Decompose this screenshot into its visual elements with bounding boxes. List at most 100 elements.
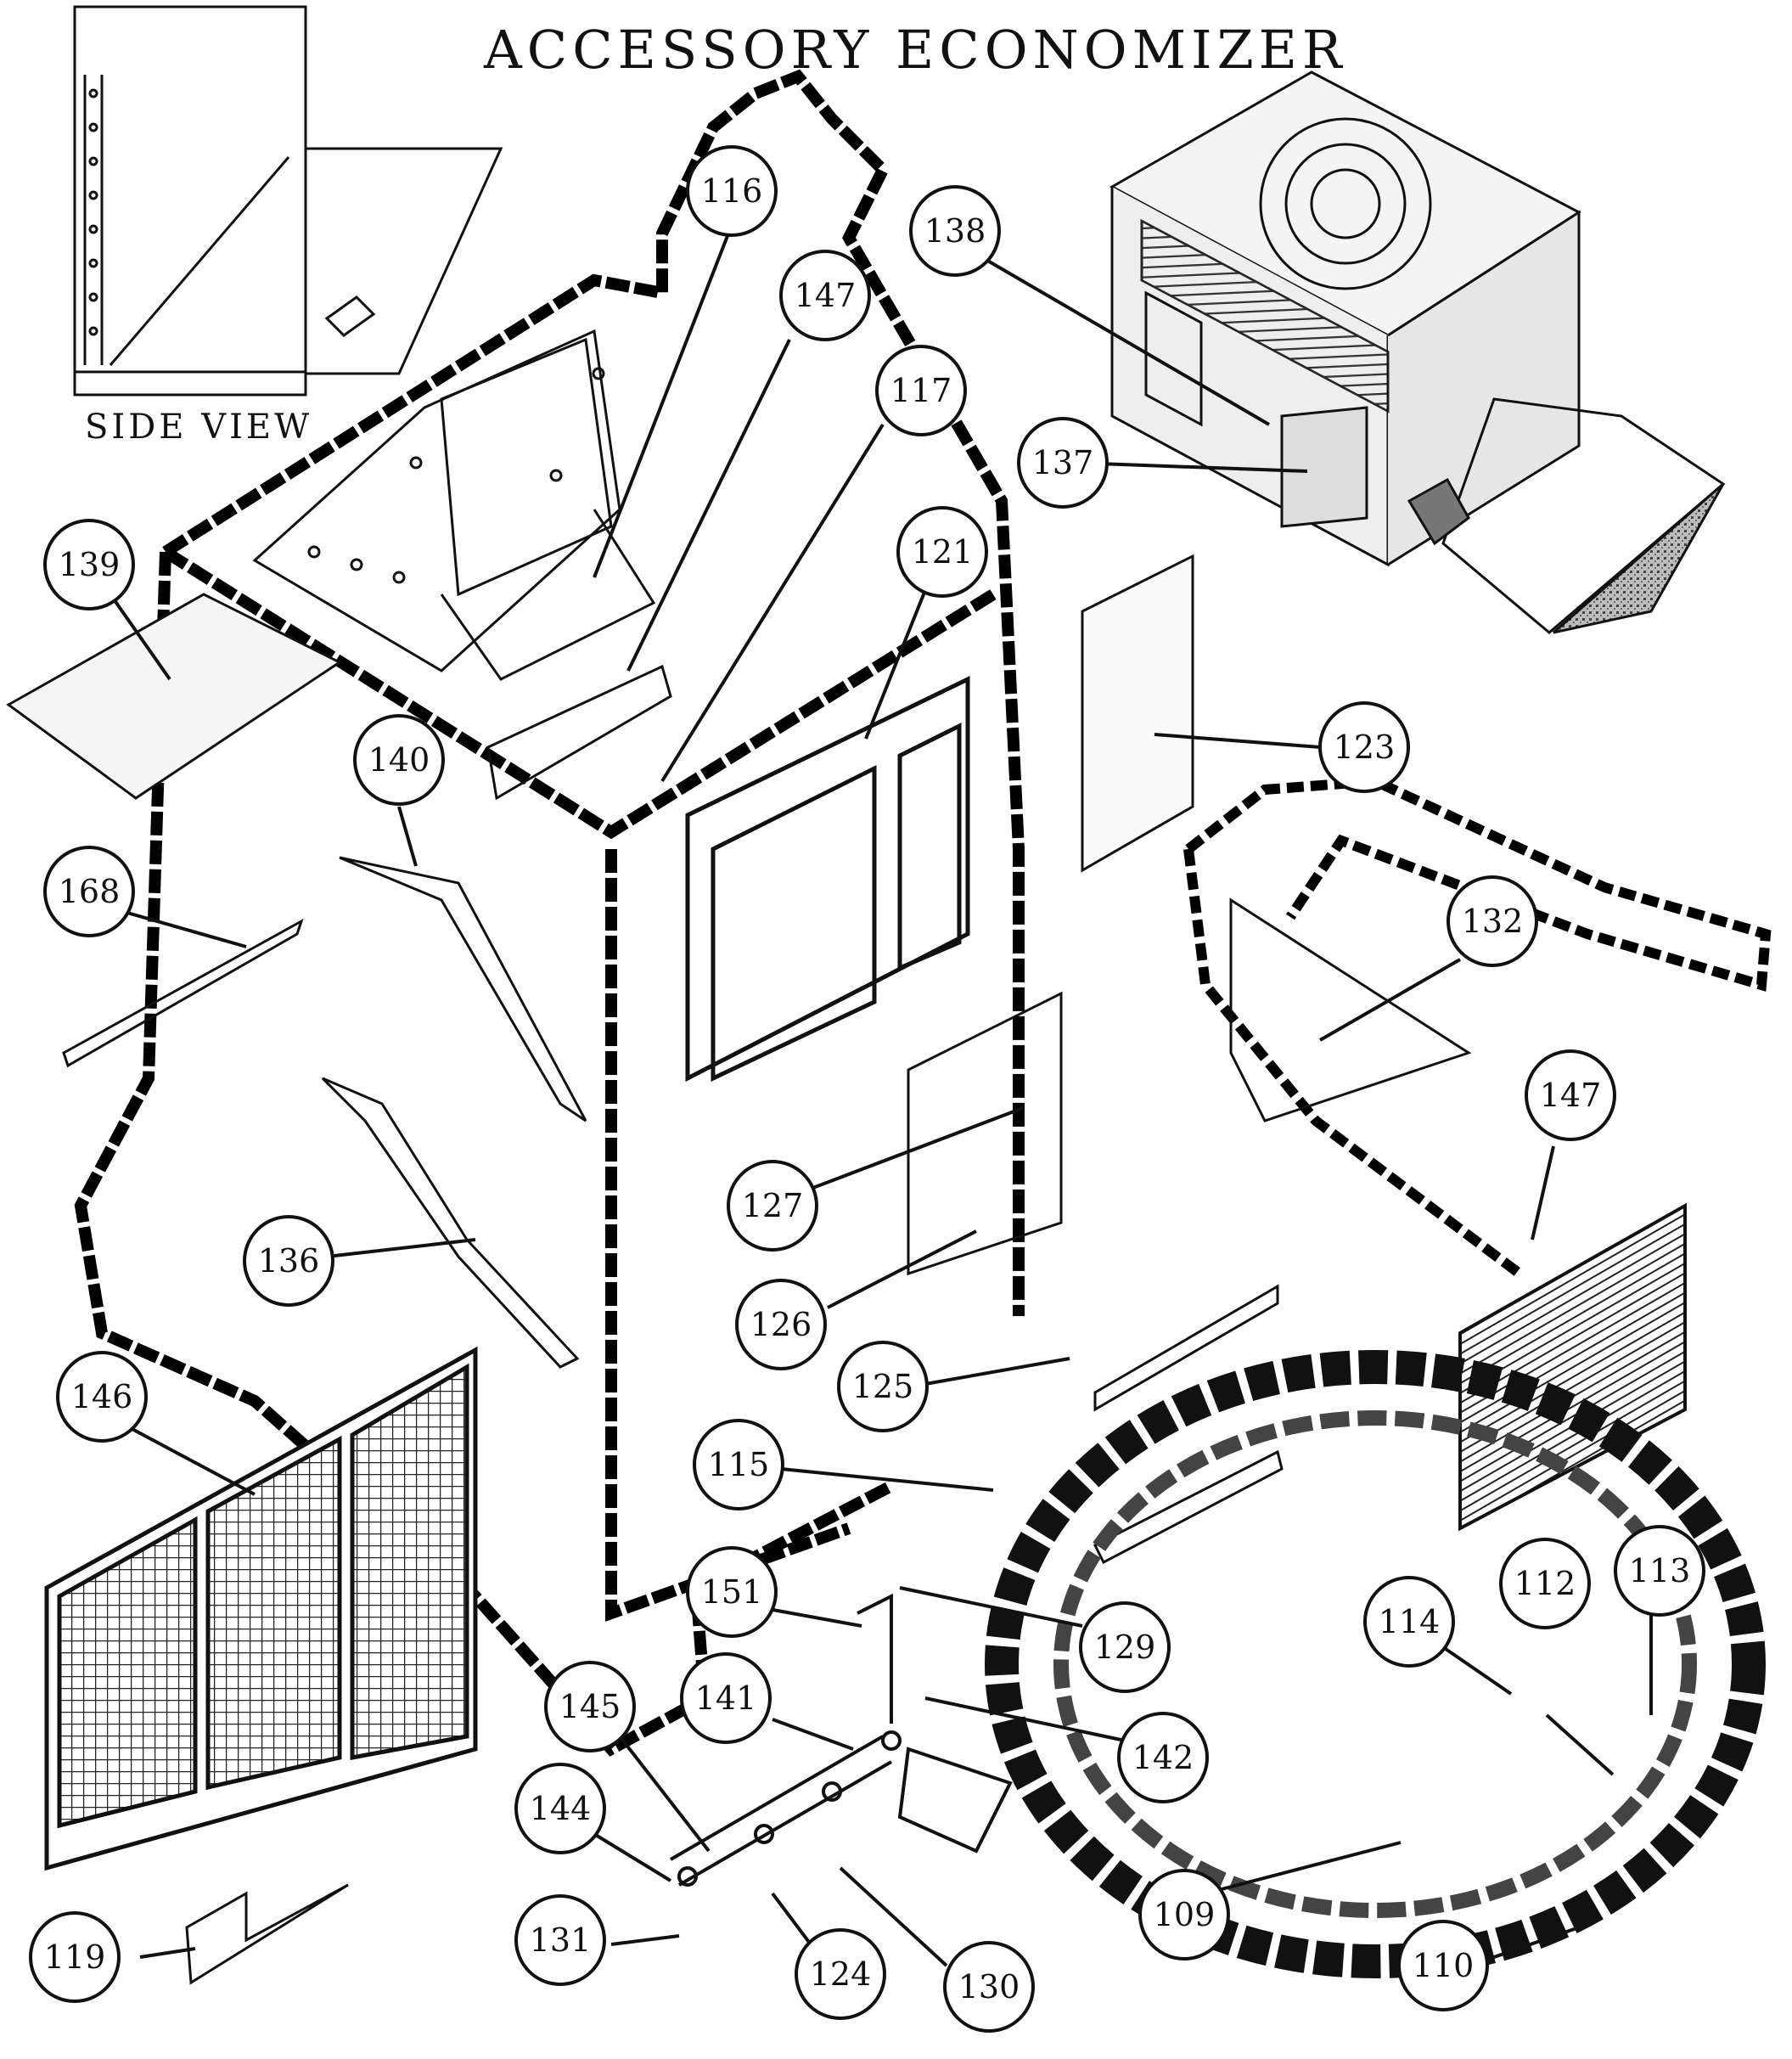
callout-145: 145 [544, 1661, 636, 1752]
callout-number: 117 [890, 372, 952, 409]
callout-circle [1138, 1869, 1230, 1961]
callout-circle [514, 1763, 606, 1854]
callout-132: 132 [1447, 875, 1538, 967]
callout-circle [779, 250, 871, 341]
callout-circle [837, 1341, 929, 1432]
callout-number: 132 [1462, 903, 1524, 940]
callout-circle [1079, 1601, 1171, 1693]
callout-number: 136 [258, 1242, 320, 1280]
callout-circle [1318, 701, 1410, 793]
callout-119: 119 [29, 1911, 121, 2003]
part-132-hood [1183, 775, 1772, 1278]
part-125-rail [1093, 1284, 1279, 1412]
damper-linkage [669, 1593, 1013, 1887]
callout-number: 119 [44, 1938, 106, 1976]
callout-114: 114 [1363, 1576, 1455, 1668]
rooftop-unit-illustration [1109, 70, 1726, 634]
callout-136: 136 [243, 1215, 334, 1307]
callout-circle [727, 1160, 818, 1252]
callout-number: 115 [708, 1446, 770, 1483]
callout-circle [514, 1894, 606, 1986]
callout-number: 116 [701, 172, 763, 210]
callout-138: 138 [909, 185, 1001, 277]
callout-number: 142 [1132, 1739, 1194, 1776]
callout-number: 125 [852, 1368, 914, 1405]
callout-number: 129 [1094, 1629, 1156, 1666]
callout-circle [1397, 1920, 1489, 2011]
callout-137: 137 [1017, 417, 1109, 509]
callout-circle [243, 1215, 334, 1307]
callout-circle [686, 1546, 778, 1638]
callout-number: 127 [742, 1187, 804, 1224]
callout-number: 130 [958, 1968, 1020, 2006]
callout-number: 168 [59, 873, 121, 910]
callout-circle [29, 1911, 121, 2003]
part-117-strip [486, 664, 672, 801]
callout-circle [1525, 1049, 1616, 1141]
callout-115: 115 [693, 1419, 784, 1510]
callout-circle [56, 1351, 148, 1443]
callout-number: 137 [1032, 444, 1094, 481]
angle-brackets [62, 856, 587, 1369]
callout-circle [1017, 417, 1109, 509]
callout-number: 138 [924, 212, 986, 250]
callout-circle [43, 519, 135, 610]
callout-circle [896, 506, 988, 598]
callout-number: 147 [1540, 1077, 1602, 1114]
callout-number: 114 [1379, 1603, 1441, 1640]
callout-151: 151 [686, 1546, 778, 1638]
callout-circle [735, 1279, 827, 1370]
part-119-bracket [185, 1883, 349, 1985]
callout-141: 141 [680, 1652, 772, 1744]
callout-number: 141 [695, 1679, 757, 1717]
callout-circle [43, 846, 135, 937]
callout-number: 109 [1154, 1896, 1216, 1933]
callout-number: 110 [1413, 1947, 1475, 1984]
callout-circle [353, 714, 445, 806]
callout-124: 124 [795, 1928, 886, 2020]
side-view-inset [73, 5, 503, 397]
callout-circle [875, 345, 967, 436]
callout-number: 151 [701, 1573, 763, 1611]
damper-plate [252, 329, 656, 681]
callout-127: 127 [727, 1160, 818, 1252]
callout-147a: 147 [779, 250, 871, 341]
callout-circle [544, 1661, 636, 1752]
callout-116: 116 [686, 145, 778, 237]
part-115-rail [1093, 1449, 1284, 1565]
part-126-door [907, 991, 1063, 1276]
callout-number: 146 [71, 1378, 133, 1415]
callout-123: 123 [1318, 701, 1410, 793]
callout-circle [1614, 1525, 1705, 1617]
callout-142: 142 [1117, 1712, 1209, 1803]
part-139-plate [6, 593, 342, 800]
callout-131: 131 [514, 1894, 606, 1986]
callout-circle [686, 145, 778, 237]
callout-number: 131 [530, 1921, 592, 1959]
callout-147b: 147 [1525, 1049, 1616, 1141]
callout-number: 112 [1514, 1565, 1576, 1602]
callout-circle [909, 185, 1001, 277]
callout-109: 109 [1138, 1869, 1230, 1961]
callout-circle [1117, 1712, 1209, 1803]
callout-number: 124 [810, 1955, 872, 1993]
callout-number: 123 [1334, 729, 1396, 766]
callout-144: 144 [514, 1763, 606, 1854]
callout-113: 113 [1614, 1525, 1705, 1617]
damper-assembly [685, 676, 970, 1083]
callout-circle [693, 1419, 784, 1510]
callout-168: 168 [43, 846, 135, 937]
callout-circle [795, 1928, 886, 2020]
leader-lines [109, 224, 1653, 1967]
part-123-panel [1081, 554, 1194, 873]
callout-126: 126 [735, 1279, 827, 1370]
callout-number: 140 [368, 741, 430, 779]
callout-125: 125 [837, 1341, 929, 1432]
callout-circle [1447, 875, 1538, 967]
callout-117: 117 [875, 345, 967, 436]
callout-circle [1363, 1576, 1455, 1668]
callout-number: 113 [1629, 1552, 1691, 1589]
callout-140: 140 [353, 714, 445, 806]
callout-circle [680, 1652, 772, 1744]
callout-number: 147 [795, 277, 857, 314]
